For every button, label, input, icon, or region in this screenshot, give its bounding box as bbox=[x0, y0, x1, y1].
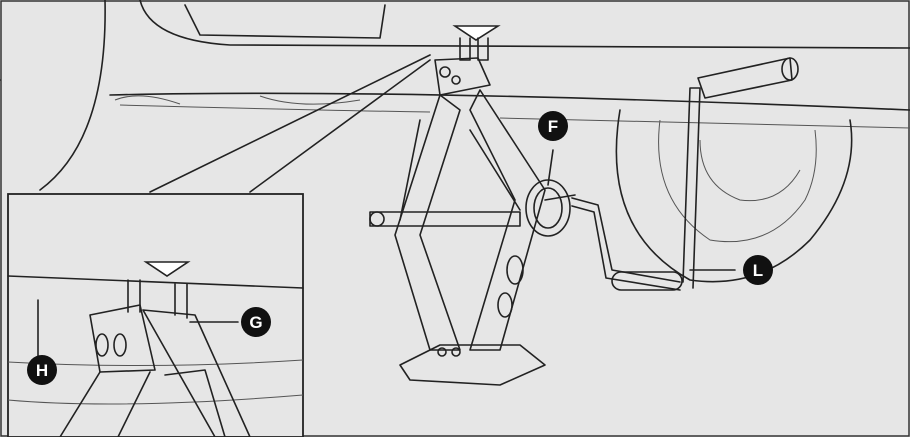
inset-triangle-down-icon bbox=[143, 261, 191, 277]
vehicle-underbody bbox=[0, 0, 910, 191]
leader-line-f bbox=[547, 149, 554, 186]
callout-g: G bbox=[241, 307, 271, 337]
rear-wheel bbox=[615, 109, 853, 283]
zoom-indicator-lines bbox=[149, 54, 431, 193]
triangle-down-icon bbox=[452, 25, 501, 41]
callout-f-label: F bbox=[548, 117, 558, 136]
callout-l-label: L bbox=[753, 261, 763, 280]
callout-h: H bbox=[27, 355, 57, 385]
callout-g-label: G bbox=[249, 313, 262, 332]
callout-l: L bbox=[743, 255, 773, 285]
callout-f: F bbox=[538, 111, 568, 141]
scissor-jack bbox=[369, 37, 546, 386]
jack-crank-handle bbox=[571, 57, 799, 291]
callout-h-label: H bbox=[36, 361, 48, 380]
